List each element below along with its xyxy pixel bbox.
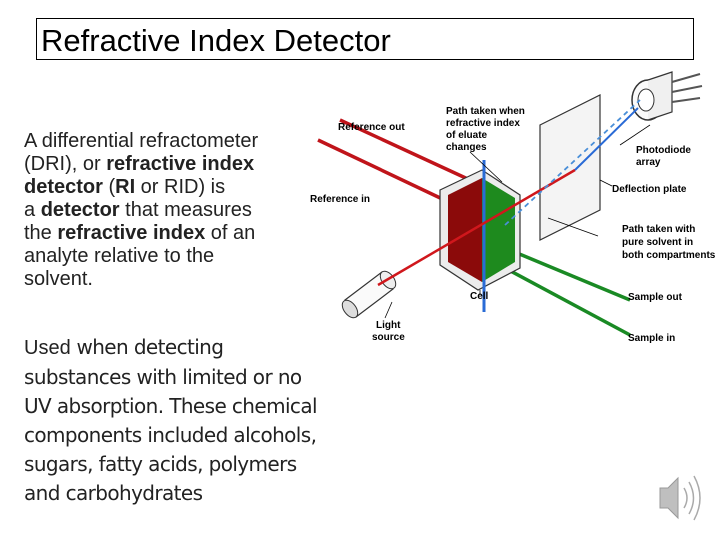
- text-line: detector (RI or RID) is: [24, 176, 226, 198]
- label-path-pure-3: both compartments: [622, 250, 716, 261]
- text-line: A differential refractometer: [24, 130, 259, 152]
- page-title: Refractive Index Detector: [41, 23, 391, 58]
- label-path-pure-2: pure solvent in: [622, 237, 693, 248]
- label-path-pure-1: Path taken with: [622, 224, 695, 235]
- text-line: UV absorption. These chemical: [24, 394, 318, 418]
- title-box: Refractive Index Detector: [36, 18, 694, 60]
- label-path-changed-2: refractive index: [446, 118, 520, 129]
- solvent-path-beam: [574, 107, 639, 171]
- changed-path-beam: [504, 99, 641, 226]
- label-reference-out: Reference out: [338, 122, 405, 133]
- text-line: analyte relative to the: [24, 245, 215, 267]
- reference-in-tube: [339, 118, 471, 182]
- reference-out-tube: [317, 138, 456, 207]
- text-line: (DRI), or refractive index: [24, 153, 255, 175]
- text-line: substances with limited or no: [24, 365, 302, 389]
- sample-out-tube: [504, 246, 631, 302]
- text-line: solvent.: [24, 268, 93, 290]
- sample-in-tube: [504, 266, 631, 337]
- text-line: sugars, fatty acids, polymers: [24, 452, 297, 476]
- deflection-plate: [539, 94, 601, 241]
- label-sample-in: Sample in: [628, 333, 675, 344]
- label-path-changed-1: Path taken when: [446, 106, 525, 117]
- label-light-source-1: Light: [376, 320, 401, 331]
- label-photodiode-2: array: [636, 157, 661, 168]
- label-deflection-plate: Deflection plate: [612, 184, 687, 195]
- text-line: and carbohydrates: [24, 481, 203, 505]
- usage-text: Used when detecting substances with limi…: [24, 333, 334, 508]
- light-beam: [377, 168, 576, 287]
- text-line: the refractive index of an: [24, 222, 256, 244]
- text-line: a detector that measures: [24, 199, 252, 221]
- description-text: A differential refractometer (DRI), or r…: [24, 130, 324, 291]
- text-line: Used when detecting: [24, 335, 224, 359]
- light-source: [341, 270, 397, 319]
- photodiode-array: [631, 71, 703, 121]
- label-sample-out: Sample out: [628, 292, 683, 303]
- label-cell: Cell: [470, 291, 489, 302]
- leader-lines: [384, 124, 651, 319]
- label-photodiode-1: Photodiode: [636, 145, 691, 156]
- label-light-source-2: source: [372, 332, 405, 343]
- label-path-changed-3: of eluate: [446, 130, 488, 141]
- text-line: components included alcohols,: [24, 423, 317, 447]
- label-reference-in: Reference in: [310, 194, 370, 205]
- cell: [439, 169, 521, 291]
- label-path-changed-4: changes: [446, 142, 487, 153]
- speaker-icon[interactable]: [659, 475, 701, 521]
